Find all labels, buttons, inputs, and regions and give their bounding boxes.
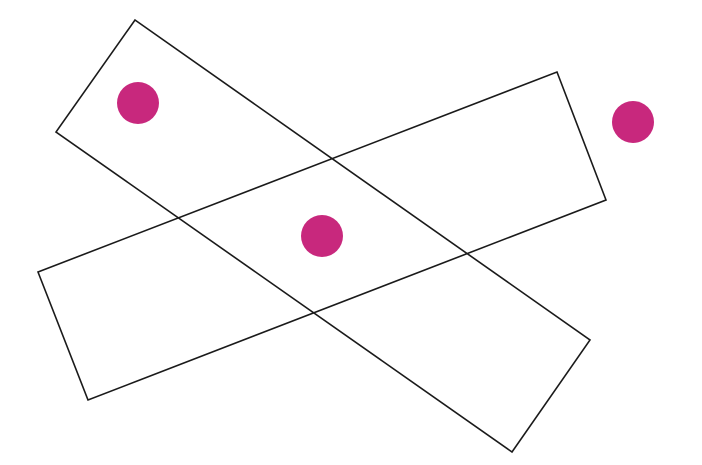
rectangle-descending <box>54 18 592 454</box>
rectangle-ascending <box>36 70 608 402</box>
dot-outside-both <box>612 101 654 143</box>
dot-inside-descending-only <box>117 82 159 124</box>
dot-in-intersection <box>301 215 343 257</box>
